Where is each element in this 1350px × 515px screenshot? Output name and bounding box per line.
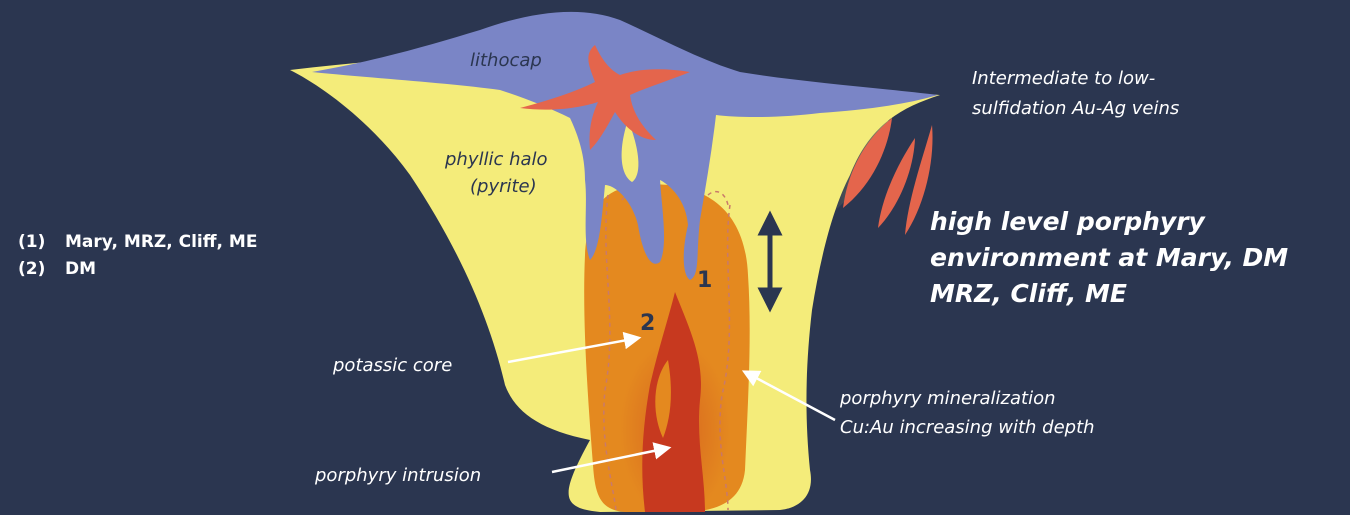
epithermal-vein [905, 125, 933, 235]
legend: (1) Mary, MRZ, Cliff, ME (2) DM [18, 232, 257, 279]
veins-label: Intermediate to low- [972, 68, 1155, 89]
lithocap-label: lithocap [470, 50, 542, 71]
legend-number: (1) [18, 232, 45, 252]
mineralization-label: porphyry mineralization [839, 388, 1056, 409]
headline: high level porphyry environment at Mary,… [930, 207, 1288, 308]
headline-line: MRZ, Cliff, ME [930, 279, 1127, 308]
legend-text: DM [65, 259, 96, 279]
porphyry-intrusion-label: porphyry intrusion [314, 465, 481, 486]
headline-line: high level porphyry [930, 207, 1207, 236]
mineralization-sublabel: Cu:Au increasing with depth [840, 417, 1095, 438]
legend-number: (2) [18, 259, 45, 279]
headline-line: environment at Mary, DM [930, 243, 1288, 272]
veins-sublabel: sulfidation Au-Ag veins [972, 98, 1179, 119]
phyllic-halo-label: phyllic halo [444, 149, 548, 170]
marker-2: 2 [640, 311, 655, 336]
legend-text: Mary, MRZ, Cliff, ME [65, 232, 257, 252]
phyllic-halo-sublabel: (pyrite) [470, 176, 537, 197]
marker-1: 1 [697, 268, 712, 293]
potassic-core-label: potassic core [332, 355, 452, 376]
